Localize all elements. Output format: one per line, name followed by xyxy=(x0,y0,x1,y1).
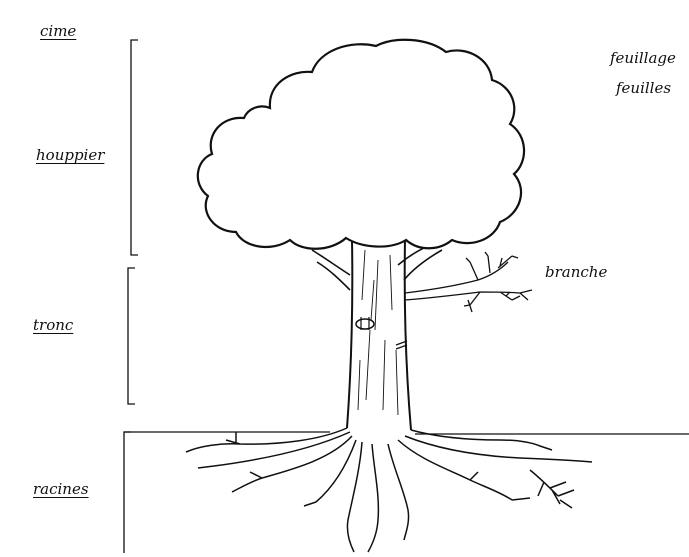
label-tronc: tronc xyxy=(33,318,73,333)
label-feuillage: feuillage xyxy=(610,51,676,66)
ground-line xyxy=(124,432,689,434)
trunk-knot xyxy=(356,319,374,329)
bracket-racines xyxy=(124,432,131,553)
canopy xyxy=(198,40,524,249)
label-houppier: houppier xyxy=(36,148,104,163)
bark-lines xyxy=(358,250,398,415)
label-feuilles: feuilles xyxy=(616,81,671,96)
bracket-houppier xyxy=(131,40,138,255)
roots xyxy=(186,428,592,552)
label-cime: cime xyxy=(40,24,76,39)
trunk xyxy=(347,240,411,430)
bracket-tronc xyxy=(128,268,135,404)
label-racines: racines xyxy=(33,482,89,497)
label-branche: branche xyxy=(545,265,607,280)
left-bough xyxy=(312,250,350,290)
